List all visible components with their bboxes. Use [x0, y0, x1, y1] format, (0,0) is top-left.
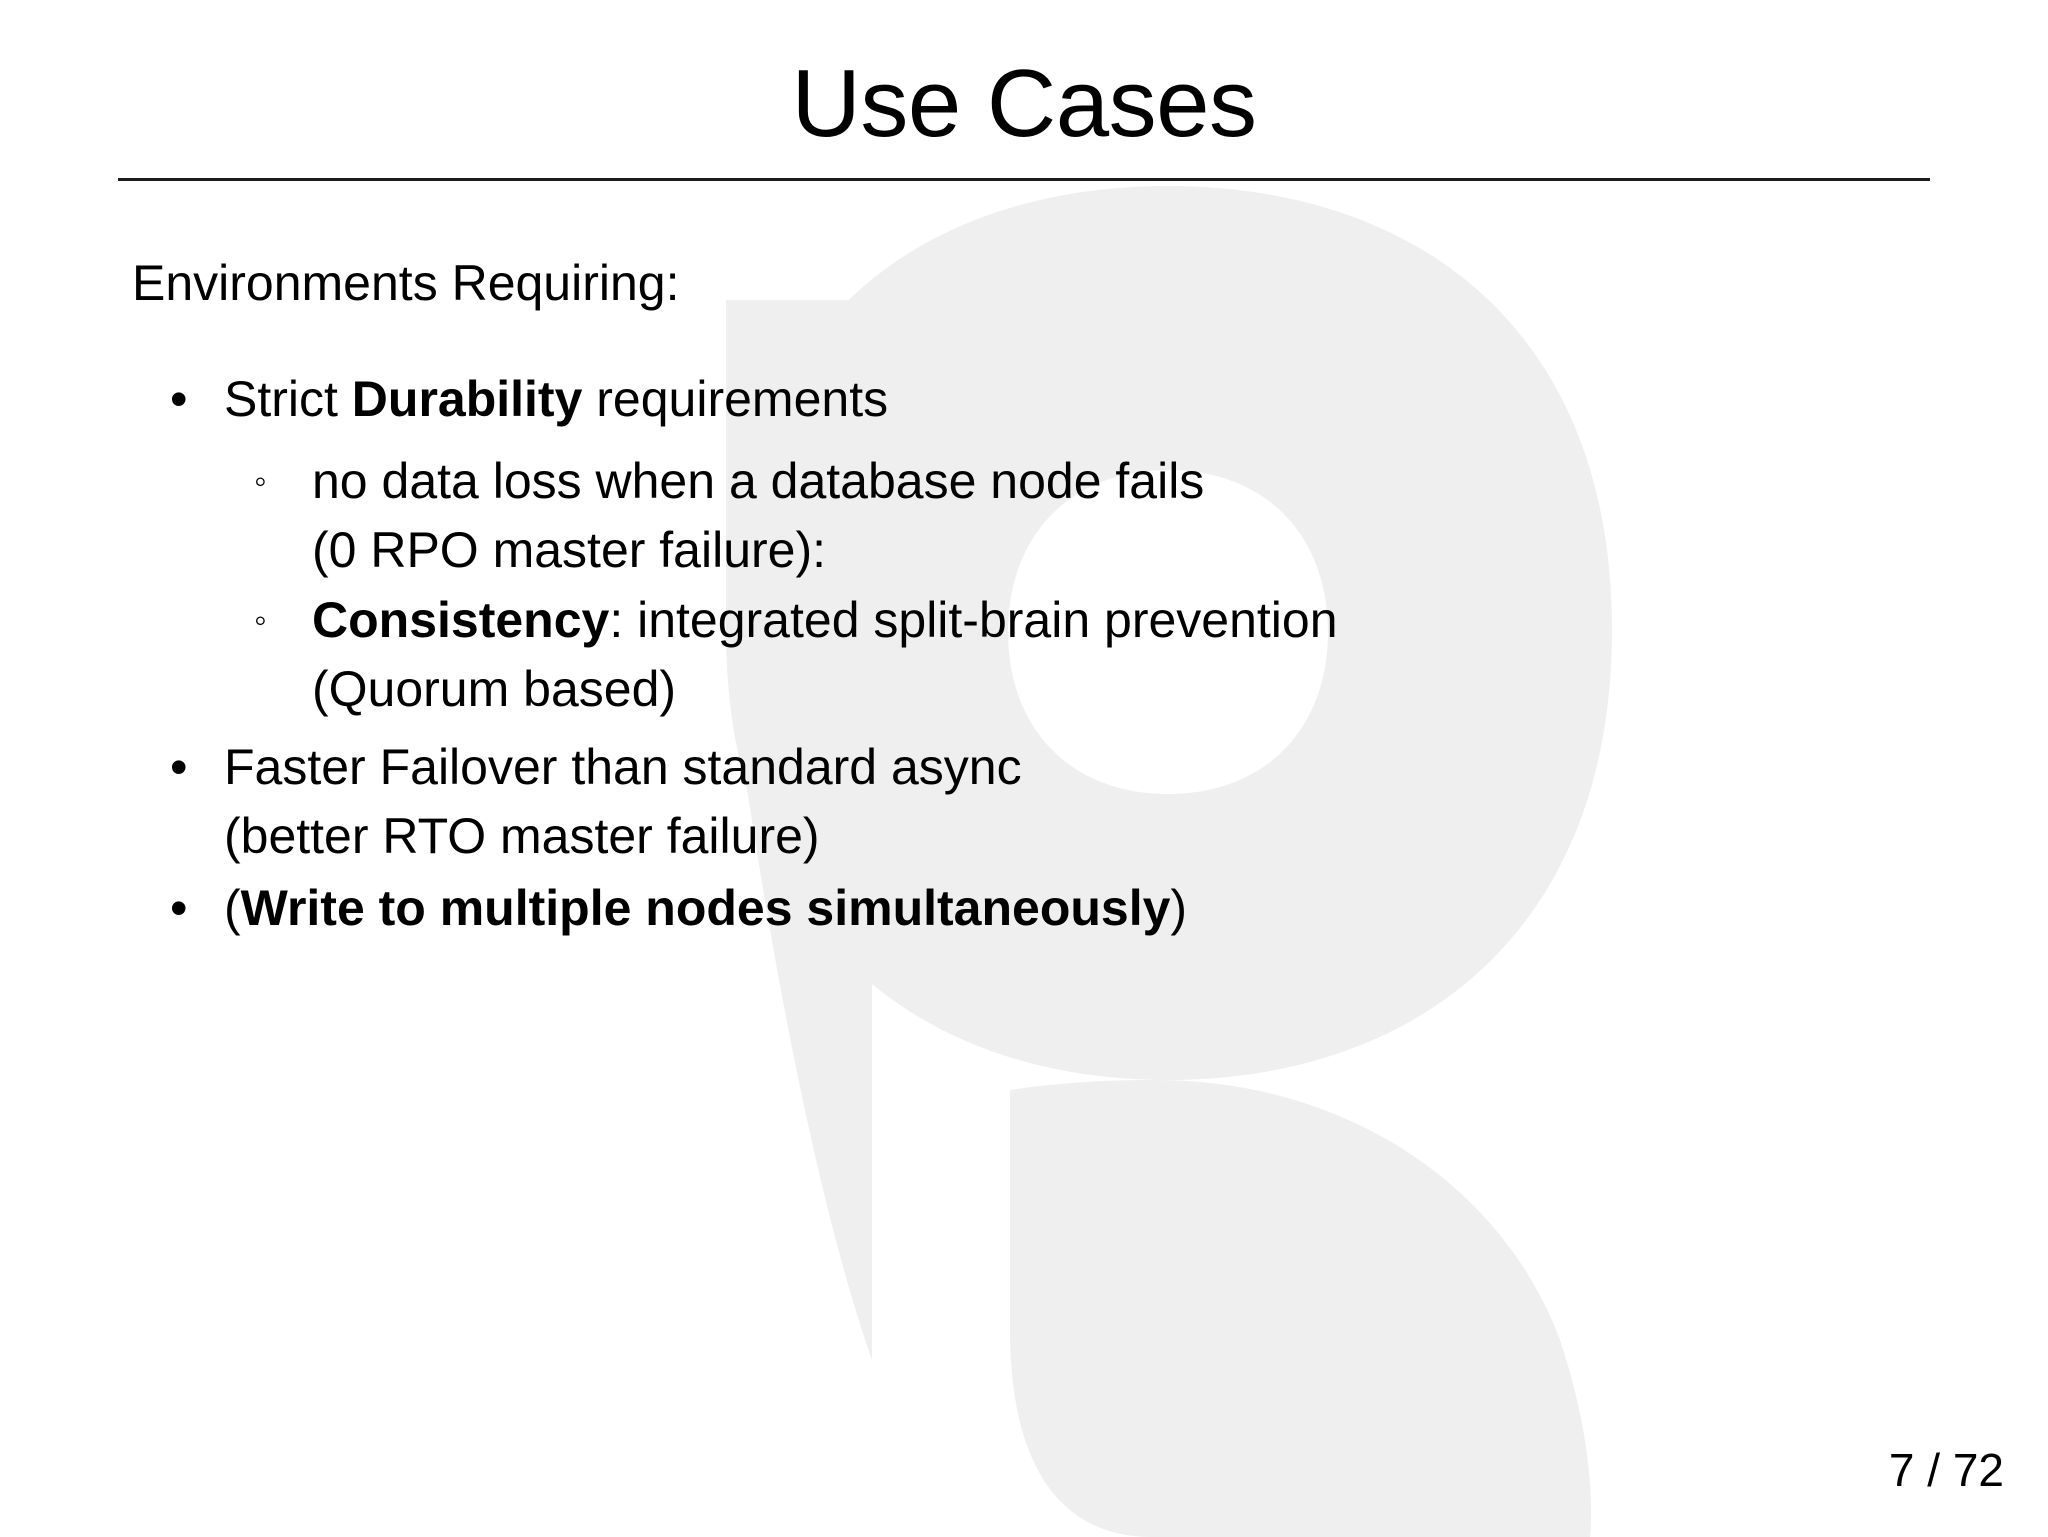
- list-item: • Strict Durability requirements ◦ no da…: [132, 365, 1892, 724]
- page-title: Use Cases: [791, 50, 1258, 157]
- bullet-filled-icon: •: [170, 880, 188, 936]
- intro-text: Environments Requiring:: [132, 255, 680, 311]
- text-span: : integrated split-brain prevention: [609, 592, 1338, 648]
- list-item-text: (0 RPO master failure):: [312, 521, 827, 578]
- text-span-bold: Consistency: [312, 592, 610, 648]
- list-item-text: Strict Durability requirements: [224, 365, 1892, 434]
- bullet-hollow-icon: ◦: [254, 599, 267, 640]
- text-span-bold: Write to multiple nodes simultaneously: [240, 880, 1171, 936]
- list-item-text: (better RTO master failure): [224, 807, 820, 864]
- list-item: • Faster Failover than standard async (b…: [132, 733, 1892, 870]
- text-span: requirements: [582, 370, 889, 427]
- text-span: Strict: [224, 370, 352, 427]
- text-span-bold: Durability: [351, 370, 583, 427]
- bullet-filled-icon: •: [170, 370, 188, 427]
- list-item-text: Faster Failover than standard async: [224, 739, 1022, 795]
- list-item-text: Consistency: integrated split-brain prev…: [312, 586, 1892, 655]
- slide-header: Use Cases: [0, 0, 2048, 181]
- list-item-text: (Quorum based): [312, 660, 677, 717]
- slide-body: Environments Requiring: • Strict Durabil…: [132, 252, 1892, 947]
- sub-bullet-list: ◦ no data loss when a database node fail…: [224, 447, 1892, 723]
- list-item: ◦ no data loss when a database node fail…: [224, 447, 1892, 584]
- bullet-list: • Strict Durability requirements ◦ no da…: [132, 365, 1892, 943]
- list-item-text: no data loss when a database node fails: [312, 453, 1205, 509]
- text-span: (: [224, 880, 241, 936]
- list-item: ◦ Consistency: integrated split-brain pr…: [224, 586, 1892, 723]
- page-indicator: 7 / 72: [1888, 1444, 2004, 1496]
- list-item: • (Write to multiple nodes simultaneousl…: [132, 874, 1892, 943]
- bullet-filled-icon: •: [170, 739, 188, 795]
- bullet-hollow-icon: ◦: [254, 460, 267, 501]
- list-item-text: (Write to multiple nodes simultaneously): [224, 874, 1892, 943]
- text-span: ): [1170, 880, 1188, 936]
- title-divider: [118, 177, 1930, 181]
